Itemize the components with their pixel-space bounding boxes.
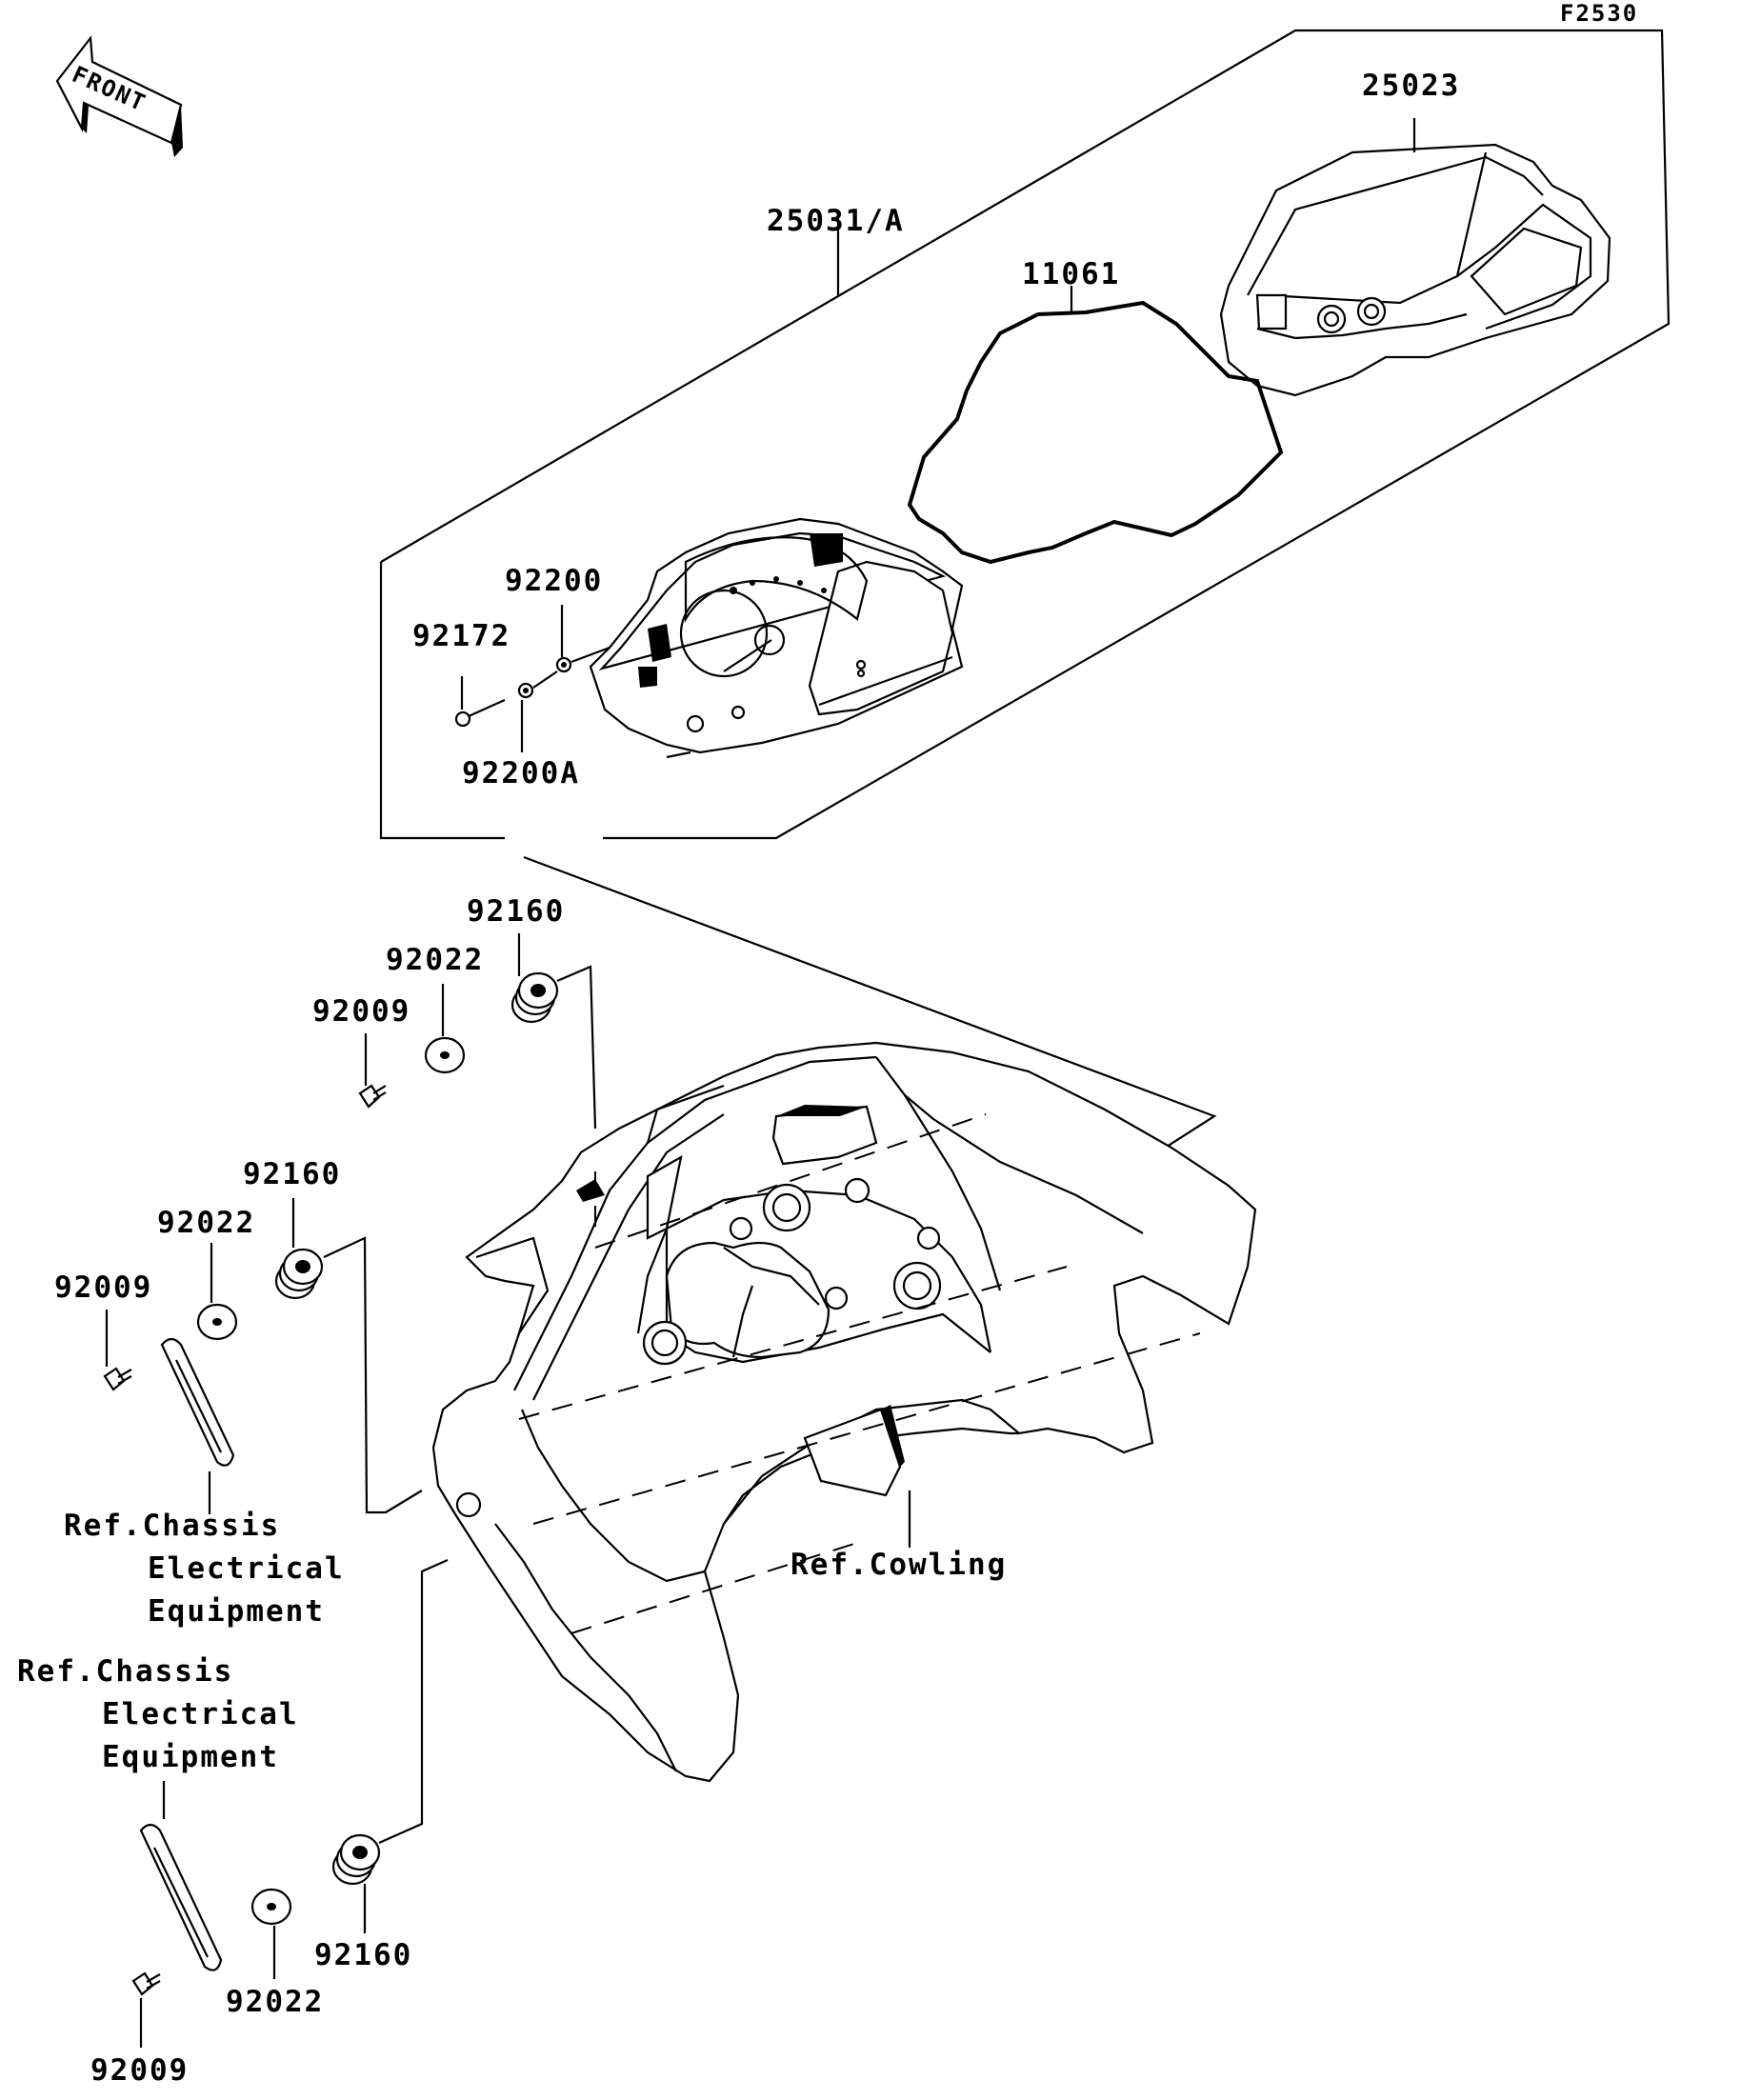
label-92022-middle: 92022 xyxy=(157,1206,255,1240)
ref-cowling: Ref.Cowling xyxy=(790,1548,1007,1582)
figure-code: F2530 xyxy=(1560,0,1638,27)
ref-chassis-upper-line1: Ref.Chassis xyxy=(64,1509,280,1543)
label-25023: 25023 xyxy=(1362,69,1460,103)
cowling-bracket xyxy=(431,1041,1257,1783)
label-92022-upper: 92022 xyxy=(386,943,484,977)
label-92200: 92200 xyxy=(505,564,603,598)
screw-92172 xyxy=(454,676,506,728)
meter-case xyxy=(1219,118,1611,397)
bolt-upper xyxy=(358,1033,387,1109)
ref-chassis-lower-line3: Equipment xyxy=(102,1740,279,1774)
label-92200A: 92200A xyxy=(462,756,580,790)
label-92022-lower: 92022 xyxy=(226,1985,324,2019)
washer-92200 xyxy=(555,605,610,673)
bolt-middle xyxy=(103,1310,132,1391)
label-92172: 92172 xyxy=(412,619,510,653)
ref-chassis-upper-line2: Electrical xyxy=(148,1551,345,1586)
label-92160-lower: 92160 xyxy=(314,1938,412,1972)
ref-chassis-lower-line1: Ref.Chassis xyxy=(17,1654,233,1689)
washer-middle xyxy=(196,1243,238,1341)
ref-chassis-upper-line3: Equipment xyxy=(148,1594,325,1629)
label-92009-lower: 92009 xyxy=(90,2053,189,2088)
label-25031A: 25031/A xyxy=(767,204,905,238)
washer-lower xyxy=(250,1888,292,1979)
washer-upper xyxy=(424,984,466,1074)
strap-lower xyxy=(139,1781,223,1971)
damper-lower xyxy=(331,1558,449,1933)
label-92009-middle: 92009 xyxy=(54,1270,152,1305)
damper-middle xyxy=(274,1198,423,1514)
assembly-boundary xyxy=(379,29,1671,840)
gasket xyxy=(907,286,1284,565)
front-arrow-icon: FRONT xyxy=(55,35,183,157)
damper-upper xyxy=(510,933,597,1130)
washer-92200A xyxy=(517,670,558,752)
strap-middle xyxy=(160,1337,235,1514)
ref-chassis-lower-line2: Electrical xyxy=(102,1697,299,1731)
label-92009-upper: 92009 xyxy=(312,994,410,1029)
label-11061: 11061 xyxy=(1022,257,1120,291)
bolt-lower xyxy=(131,1971,161,2048)
meter-unit xyxy=(589,517,964,759)
label-92160-upper: 92160 xyxy=(467,894,565,929)
label-92160-middle: 92160 xyxy=(243,1157,341,1191)
